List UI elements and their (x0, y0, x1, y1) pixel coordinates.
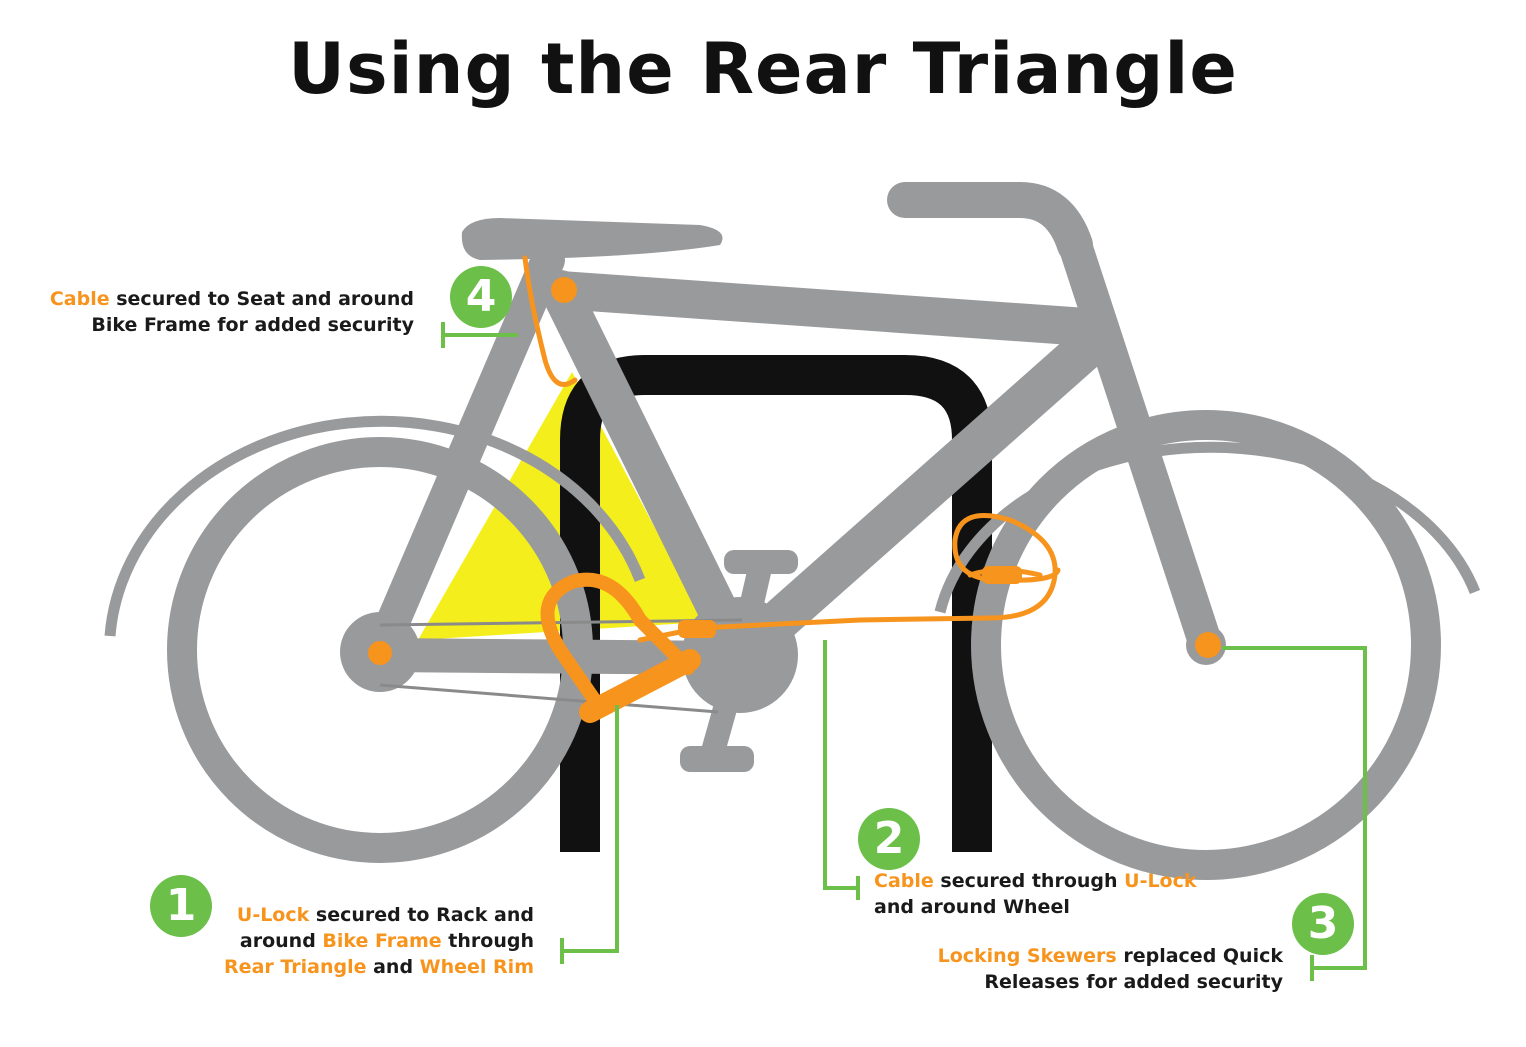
callout-1-line (560, 705, 619, 964)
highlight-term: Cable (874, 870, 934, 892)
highlight-term: U-Lock (236, 904, 310, 926)
callout-2-line (823, 640, 860, 900)
callout-line: Cable secured to Seat and around (10, 286, 414, 312)
callout-badge-2: 2 (858, 808, 920, 870)
callout-badge-3: 3 (1292, 893, 1354, 955)
cable-lock (522, 255, 1061, 643)
callout-line: and around Wheel (874, 894, 1294, 920)
callout-lines (441, 322, 1367, 981)
callout-line: Releases for added security (880, 969, 1283, 995)
front-skewer (1195, 632, 1221, 658)
callout-line: Locking Skewers replaced Quick (880, 943, 1283, 969)
callout-line: Rear Triangle and Wheel Rim (110, 954, 534, 980)
rear-skewer (368, 641, 392, 665)
bike-frame (363, 182, 1223, 676)
highlight-term: Locking Skewers (937, 945, 1117, 967)
callout-text-segment: Releases for added security (984, 971, 1283, 993)
callout-line: around Bike Frame through (110, 928, 534, 954)
highlight-term: Wheel Rim (419, 956, 534, 978)
u-lock (540, 572, 701, 723)
callout-badge-4: 4 (450, 266, 512, 328)
callout-4-line (441, 322, 518, 348)
callout-badge-1: 1 (150, 875, 212, 937)
callout-text-segment: through (441, 930, 534, 952)
callout-text-segment: and around Wheel (874, 896, 1070, 918)
highlight-term: Cable (49, 288, 110, 310)
seat-bolt (551, 277, 577, 303)
callout-text-segment: replaced Quick (1116, 945, 1283, 967)
callout-text-segment: and (366, 956, 420, 978)
callout-text-segment: secured to Seat and around (109, 288, 414, 310)
highlight-term: Rear Triangle (224, 956, 367, 978)
callout-3-line (1222, 646, 1367, 981)
highlight-term: U-Lock (1124, 870, 1197, 892)
callout-line: Cable secured through U-Lock (874, 868, 1294, 894)
callout-text-segment: secured to Rack and (309, 904, 534, 926)
bike-rack (560, 355, 992, 852)
callout-line: Bike Frame for added security (10, 312, 414, 338)
bike-seat (461, 218, 723, 260)
callout-text-segment: around (239, 930, 323, 952)
front-wheel (971, 410, 1441, 880)
page-title: Using the Rear Triangle (288, 28, 1238, 110)
callout-text-segment: secured through (933, 870, 1125, 892)
front-fender (934, 441, 1481, 614)
rear-fender (104, 415, 646, 637)
highlight-term: Bike Frame (322, 930, 442, 952)
callout-line: U-Lock secured to Rack and (110, 902, 534, 928)
callout-text-segment: Bike Frame for added security (91, 314, 414, 336)
